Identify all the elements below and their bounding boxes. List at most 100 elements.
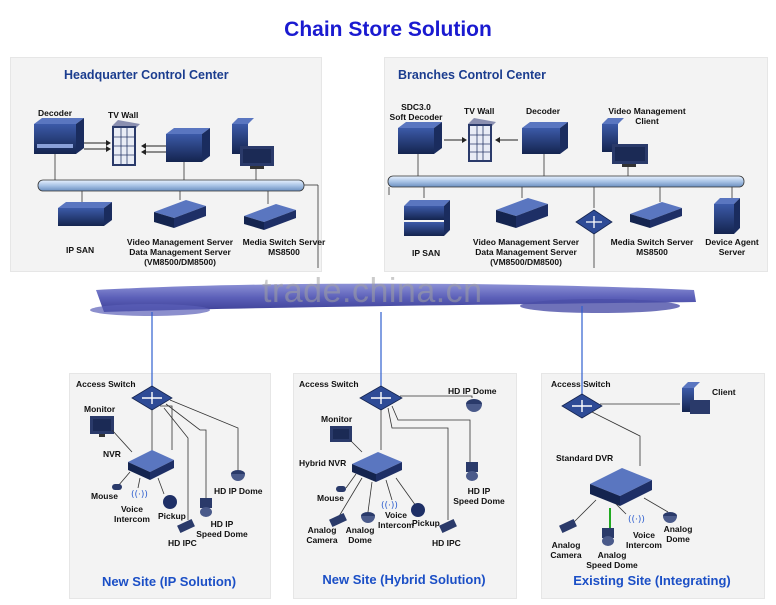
branch-mss-line-1: Media Switch Server [610, 237, 694, 247]
branch-media-switch-server-icon [630, 202, 682, 228]
site3-analog-dome-line-1: Analog [663, 524, 693, 534]
branch-video-management-client-icon [602, 118, 648, 167]
site3-analog-speed-line-1: Analog [597, 550, 627, 560]
site3-analog-speed-line-2: Speed Dome [586, 560, 638, 570]
site2-hd-ip-dome-icon [466, 399, 482, 412]
branch-sdc-line-1: SDC3.0 [401, 102, 431, 112]
hq-mss-line-2: MS8500 [268, 247, 300, 257]
site2-speed-dome-label: HD IP Speed Dome [450, 486, 508, 506]
hq-client-workstation-icon [232, 118, 274, 169]
hq-vms-label: Video Management Server Data Management … [118, 237, 242, 267]
site2-speed-line-2: Speed Dome [453, 496, 505, 506]
site1-hd-ipc-label: HD IPC [168, 538, 197, 548]
branch-mss-line-2: MS8500 [636, 247, 668, 257]
site2-analog-camera-line-1: Analog [307, 525, 337, 535]
site1-title: New Site (IP Solution) [101, 574, 237, 589]
device-agent-server-icon [714, 198, 740, 234]
branch-das-line-1: Device Agent [705, 237, 759, 247]
site3-analog-dome-icon [663, 512, 677, 523]
site3-analog-camera-line-1: Analog [551, 540, 581, 550]
site2-analog-dome-label: Analog Dome [342, 525, 378, 545]
branch-sdc-line-2: Soft Decoder [389, 112, 443, 122]
site2-analog-dome-line-2: Dome [348, 535, 372, 545]
site1-voice-label: Voice Intercom [110, 504, 154, 524]
site1-pickup-icon [163, 495, 177, 509]
site1-mouse-label: Mouse [91, 491, 118, 501]
site3-title: Existing Site (Integrating) [573, 573, 731, 588]
site1-nvr-label: NVR [103, 449, 121, 459]
hq-tv-wall-icon [112, 120, 140, 166]
branch-panel [384, 57, 768, 272]
branch-das-line-2: Server [718, 247, 746, 257]
hq-ip-san-icon [58, 202, 112, 226]
site1-voice-line-1: Voice [120, 504, 144, 514]
hq-decoder-icon [34, 118, 84, 154]
site3-voice-line-2: Intercom [626, 540, 662, 550]
site3-client-label: Client [712, 387, 736, 397]
site2-hybrid-nvr-icon [352, 452, 402, 482]
branch-vms-line-1: Video Management Server [472, 237, 580, 247]
site3-analog-camera-line-2: Camera [550, 550, 582, 560]
hq-vms-line-1: Video Management Server [126, 237, 234, 247]
site2-analog-camera-label: Analog Camera [302, 525, 342, 545]
site3-access-switch-label: Access Switch [551, 379, 611, 389]
hq-decoder-2-icon [166, 128, 210, 162]
site3-analog-camera-icon [559, 518, 577, 534]
site2-monitor-icon [330, 426, 352, 442]
branch-decoder-label: Decoder [526, 106, 561, 116]
site1-speed-line-1: HD IP [210, 519, 234, 529]
site1-hd-ipc-icon [177, 518, 195, 534]
site2-analog-dome-icon [361, 512, 375, 523]
hq-vms-line-2: Data Management Server [129, 247, 231, 257]
site2-analog-camera-icon [329, 512, 347, 528]
site2-speed-line-1: HD IP [467, 486, 491, 496]
hq-ip-san-label: IP SAN [66, 245, 95, 255]
branch-backbone-bar [387, 175, 745, 188]
site1-monitor-icon [90, 416, 114, 437]
site2-access-switch-icon [359, 385, 403, 411]
site2-mouse-label: Mouse [317, 493, 344, 503]
site3-standard-dvr-icon [590, 468, 652, 506]
site1-pickup-label: Pickup [158, 511, 186, 521]
site3-analog-dome-line-2: Dome [666, 534, 690, 544]
site2-hybrid-nvr-label: Hybrid NVR [299, 458, 347, 468]
site2-voice-label: Voice Intercom [374, 510, 418, 530]
branch-switch-icon [575, 209, 613, 235]
branch-vms-label: Video Management Server Data Management … [464, 237, 588, 267]
site2-pickup-label: Pickup [412, 518, 440, 528]
site1-nvr-icon [128, 450, 174, 480]
branch-video-management-server-icon [496, 198, 548, 228]
site3-voice-label: Voice Intercom [622, 530, 666, 550]
site3-voice-intercom-icon: ((·)) [628, 515, 645, 525]
site3-voice-line-1: Voice [632, 530, 656, 540]
site2-title: New Site (Hybrid Solution) [322, 572, 486, 587]
branch-sdc-label: SDC3.0 Soft Decoder [388, 102, 444, 122]
wan-cloud [96, 283, 696, 312]
branch-ip-san-icon [404, 200, 450, 236]
hq-video-management-server-icon [154, 200, 206, 228]
branch-decoder-icon [522, 122, 568, 154]
branch-vms-line-3: (VM8500/DM8500) [490, 257, 562, 267]
branch-title: Branches Control Center [398, 68, 546, 82]
site1-panel [69, 373, 271, 599]
site3-standard-dvr-label: Standard DVR [556, 453, 614, 463]
diagram-title: Chain Store Solution [284, 18, 492, 41]
site2-hd-ipc-label: HD IPC [432, 538, 461, 548]
hq-vms-line-3: (VM8500/DM8500) [144, 257, 216, 267]
site2-hd-ip-dome-label: HD IP Dome [448, 386, 497, 396]
site2-panel [293, 373, 517, 599]
site2-voice-intercom-icon: ((·)) [381, 501, 398, 511]
site2-analog-dome-line-1: Analog [345, 525, 375, 535]
site1-access-switch-label: Access Switch [76, 379, 136, 389]
site1-speed-dome-label: HD IP Speed Dome [194, 519, 250, 539]
branch-das-label: Device Agent Server [700, 237, 764, 257]
site1-access-switch-icon [131, 385, 173, 411]
branch-mss-label: Media Switch Server MS8500 [604, 237, 700, 257]
hq-title: Headquarter Control Center [64, 68, 229, 82]
branch-tv-wall-icon [468, 118, 496, 162]
site2-pickup-icon [411, 503, 425, 517]
hq-decoder-label: Decoder [38, 108, 73, 118]
wan-cloud-tail [90, 304, 210, 316]
site2-voice-line-2: Intercom [378, 520, 414, 530]
